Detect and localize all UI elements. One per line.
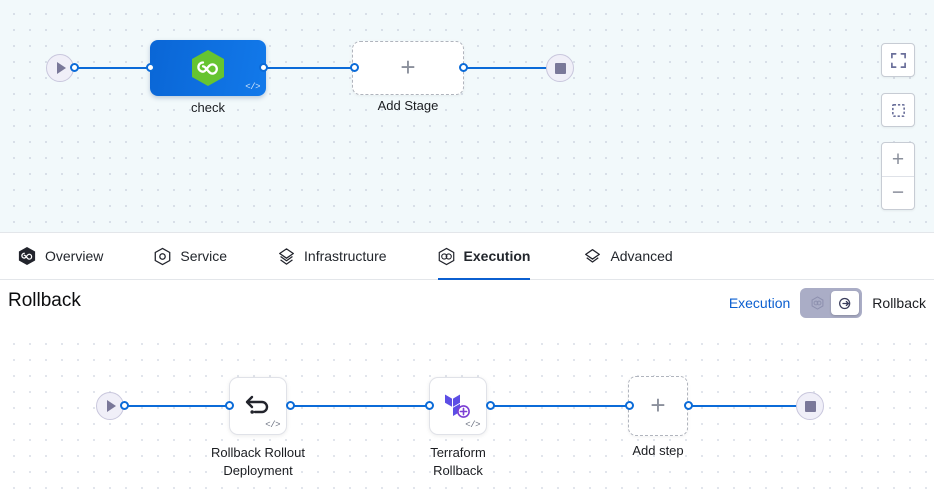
stage-tabs: Overview Service In — [0, 232, 934, 281]
edge-start-to-rollout — [124, 405, 229, 407]
label-line-1: Rollback Rollout — [211, 445, 305, 460]
execution-rollback-toggle[interactable] — [800, 288, 863, 318]
toggle-option-rollback[interactable] — [831, 291, 860, 315]
selection-box-button[interactable] — [881, 93, 915, 127]
step-terraform-rollback[interactable]: </> — [429, 377, 487, 435]
port-check-in[interactable] — [146, 63, 155, 72]
execution-icon — [811, 296, 824, 310]
add-stage-label: Add Stage — [377, 98, 439, 113]
harness-hexagon-icon — [18, 246, 36, 266]
tab-service[interactable]: Service — [154, 232, 227, 280]
port-addstep-out[interactable] — [684, 401, 693, 410]
execution-rollback-toggle-group: Execution Rollback — [729, 288, 926, 318]
step-rollback-rollout-deployment[interactable]: </> — [229, 377, 287, 435]
rollback-start-node[interactable] — [96, 392, 124, 420]
tab-infrastructure-label: Infrastructure — [304, 248, 387, 264]
rollback-canvas[interactable]: </> Rollback Rollout Deployment </> T — [0, 330, 934, 500]
edge-addstep-to-end — [688, 405, 803, 407]
step-rollback-rollout-deployment-label: Rollback Rollout Deployment — [178, 444, 338, 480]
edge-check-to-addstage — [258, 67, 358, 69]
terraform-icon — [445, 394, 470, 418]
label-line-2: Rollback — [433, 463, 483, 478]
plus-icon: + — [400, 51, 416, 82]
harness-hexagon-icon — [192, 50, 224, 86]
zoom-out-button[interactable]: − — [882, 176, 914, 209]
edge-terraform-to-addstep — [489, 405, 630, 407]
label-line-2: Deployment — [223, 463, 293, 478]
zoom-controls[interactable]: + − — [881, 142, 915, 210]
rollback-header: Rollback Execution — [0, 280, 934, 330]
tab-infrastructure[interactable]: Infrastructure — [278, 232, 387, 280]
tab-advanced[interactable]: Advanced — [584, 232, 673, 280]
tab-overview-label: Overview — [45, 248, 104, 264]
port-addstage-out[interactable] — [459, 63, 468, 72]
tab-service-label: Service — [180, 248, 228, 264]
toggle-label-execution[interactable]: Execution — [728, 295, 791, 311]
code-icon: </> — [245, 82, 260, 92]
fit-to-screen-button[interactable] — [881, 43, 915, 77]
advanced-layers-icon — [584, 247, 601, 266]
stop-icon — [554, 62, 566, 74]
code-icon: </> — [465, 420, 480, 430]
toggle-option-execution[interactable] — [803, 291, 831, 315]
undo-arrow-icon — [245, 395, 269, 414]
add-stage-node[interactable]: + — [352, 41, 464, 95]
service-hexagon-icon — [154, 247, 171, 266]
plus-icon: + — [650, 389, 666, 420]
play-icon — [107, 400, 116, 412]
dashed-square-icon — [891, 103, 905, 117]
toggle-label-rollback[interactable]: Rollback — [872, 295, 926, 311]
stages-canvas[interactable]: </> check + Add Stage — [0, 0, 934, 232]
zoom-in-button[interactable]: + — [891, 147, 905, 171]
port-start-out[interactable] — [70, 63, 79, 72]
stage-check[interactable]: </> — [150, 40, 266, 96]
edge-start-to-check — [74, 67, 164, 69]
tab-advanced-label: Advanced — [610, 248, 673, 264]
code-icon: </> — [265, 420, 280, 430]
port-rollout-in[interactable] — [225, 401, 234, 410]
port-addstage-in[interactable] — [350, 63, 359, 72]
tab-overview[interactable]: Overview — [18, 232, 103, 280]
tab-execution[interactable]: Execution — [437, 232, 531, 281]
expand-corners-icon — [890, 52, 906, 68]
rollback-end-node[interactable] — [796, 392, 824, 420]
port-rb-start-out[interactable] — [120, 401, 129, 410]
page-title: Rollback — [8, 290, 81, 311]
layers-diamond-icon — [278, 247, 295, 266]
pipeline-start-node[interactable] — [46, 54, 74, 82]
port-rollout-out[interactable] — [286, 401, 295, 410]
stage-check-label: check — [191, 100, 225, 115]
edge-rollout-to-terraform — [290, 405, 430, 407]
pipeline-end-node[interactable] — [546, 54, 574, 82]
rollback-arrow-icon — [838, 297, 851, 309]
port-terraform-out[interactable] — [486, 401, 495, 410]
tab-execution-label: Execution — [463, 248, 531, 264]
step-terraform-rollback-label: Terraform Rollback — [398, 444, 518, 480]
port-check-out[interactable] — [259, 63, 268, 72]
play-icon — [57, 62, 66, 74]
execution-icon — [438, 247, 455, 266]
port-terraform-in[interactable] — [425, 401, 434, 410]
add-step-node[interactable]: + — [628, 376, 688, 436]
port-addstep-in[interactable] — [625, 401, 634, 410]
stop-icon — [804, 400, 816, 412]
label-line-1: Terraform — [430, 445, 486, 460]
add-step-label: Add step — [632, 443, 684, 458]
edge-addstage-to-end — [458, 67, 562, 69]
